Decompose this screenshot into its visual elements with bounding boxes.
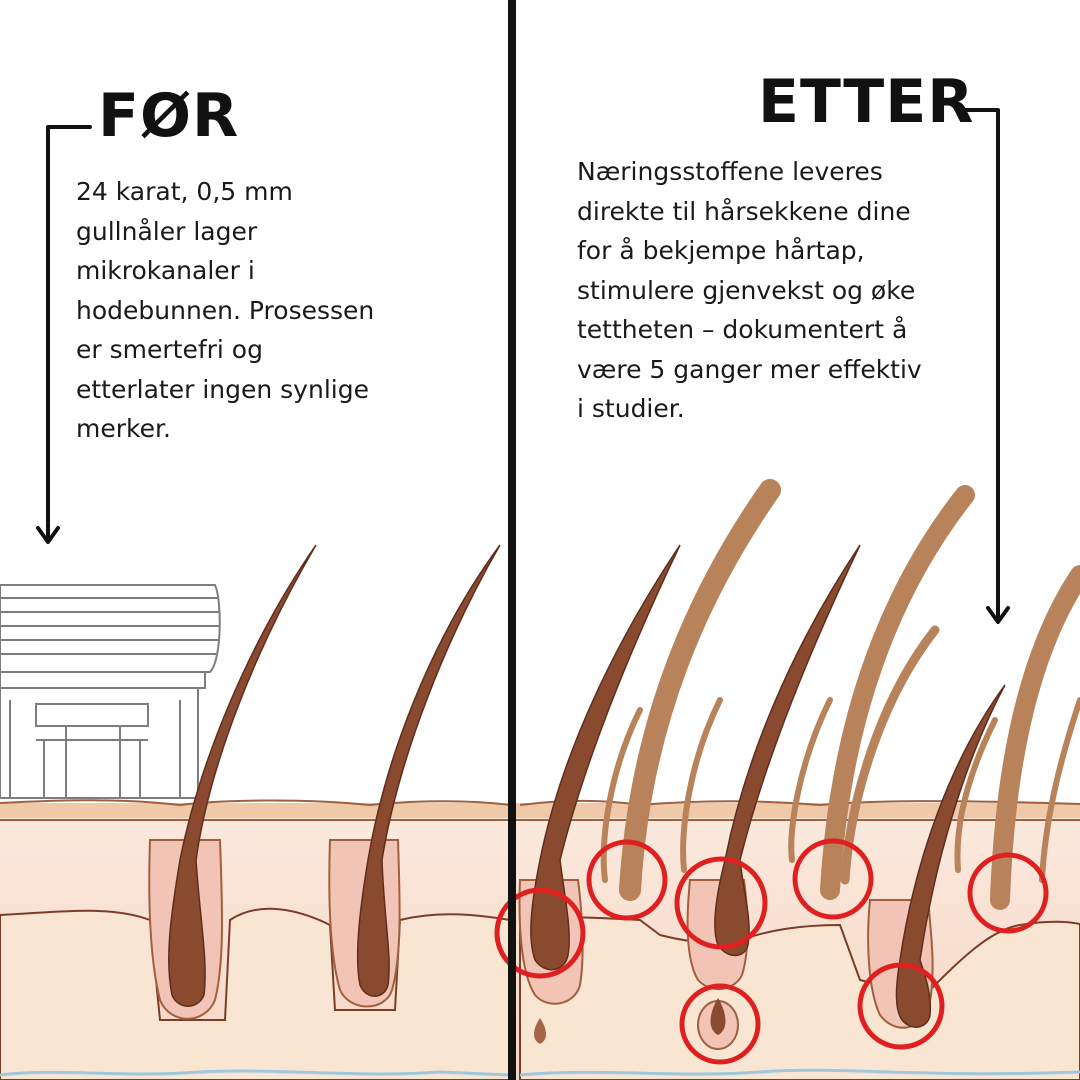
after-heading: ETTER <box>758 67 975 137</box>
hair-shaft-new <box>1039 697 1080 883</box>
description-line: være 5 ganger mer effektiv <box>577 354 922 384</box>
microneedle-roller-icon <box>0 584 221 799</box>
hair-bud <box>710 998 726 1035</box>
description-line: stimulere gjenvekst og øke <box>577 275 916 305</box>
hair-shaft-thick <box>619 479 781 901</box>
description-line: for å bekjempe hårtap, <box>577 236 865 265</box>
hair-shaft <box>714 544 861 957</box>
hair-shaft <box>356 544 501 997</box>
description-line: tettheten – dokumentert å <box>577 315 908 344</box>
description-line: Næringsstoffene leveres <box>577 157 883 186</box>
description-line: 24 karat, 0,5 mm <box>76 177 293 206</box>
highlight-circle <box>494 887 586 979</box>
nutrient-drop <box>534 1018 546 1044</box>
after-description: Næringsstoffene leveres direkte til hårs… <box>577 152 977 429</box>
highlight-circle <box>674 856 768 950</box>
dermis-layer <box>0 907 511 1080</box>
description-line: etterlater ingen synlige <box>76 374 369 404</box>
description-line: direkte til hårsekkene dine <box>577 196 911 226</box>
highlight-circles <box>494 838 1049 1065</box>
before-description: 24 karat, 0,5 mm gullnåler lager mikroka… <box>76 172 436 449</box>
hair-shaft-thick <box>820 485 975 900</box>
highlight-circle <box>679 983 761 1065</box>
hair-shaft <box>895 684 1006 1028</box>
description-line: merker. <box>76 414 171 443</box>
arrow-down-icon <box>36 125 92 544</box>
skin-surface-band <box>0 803 1080 820</box>
description-line: i studier. <box>577 394 685 423</box>
arrow-down-icon <box>956 108 1010 624</box>
follicle-group-after <box>518 479 1080 1050</box>
description-line: hodebunnen. Prosessen <box>76 295 375 325</box>
description-line: mikrokanaler i <box>76 256 255 285</box>
highlight-circle <box>857 962 945 1050</box>
hair-shaft-new <box>680 697 723 873</box>
description-line: er smertefri og <box>76 335 263 364</box>
hair-shaft-new <box>600 707 643 883</box>
hair-shaft <box>167 544 317 1007</box>
description-line: gullnåler lager <box>76 216 258 246</box>
before-heading: FØR <box>98 81 240 151</box>
hair-shaft <box>530 544 681 971</box>
highlight-circle <box>792 838 874 920</box>
follicle-group-before <box>148 544 501 1020</box>
highlight-circle <box>586 839 668 921</box>
hair-shaft-new <box>840 625 940 885</box>
blue-bottom-edge <box>0 1068 1080 1077</box>
center-divider <box>508 0 516 1080</box>
highlight-circle <box>967 852 1049 934</box>
hair-shaft-new <box>954 717 998 873</box>
dermis-layer-right <box>519 916 1080 1080</box>
hair-shaft-thick <box>990 565 1080 910</box>
hair-shaft-new <box>788 697 833 863</box>
